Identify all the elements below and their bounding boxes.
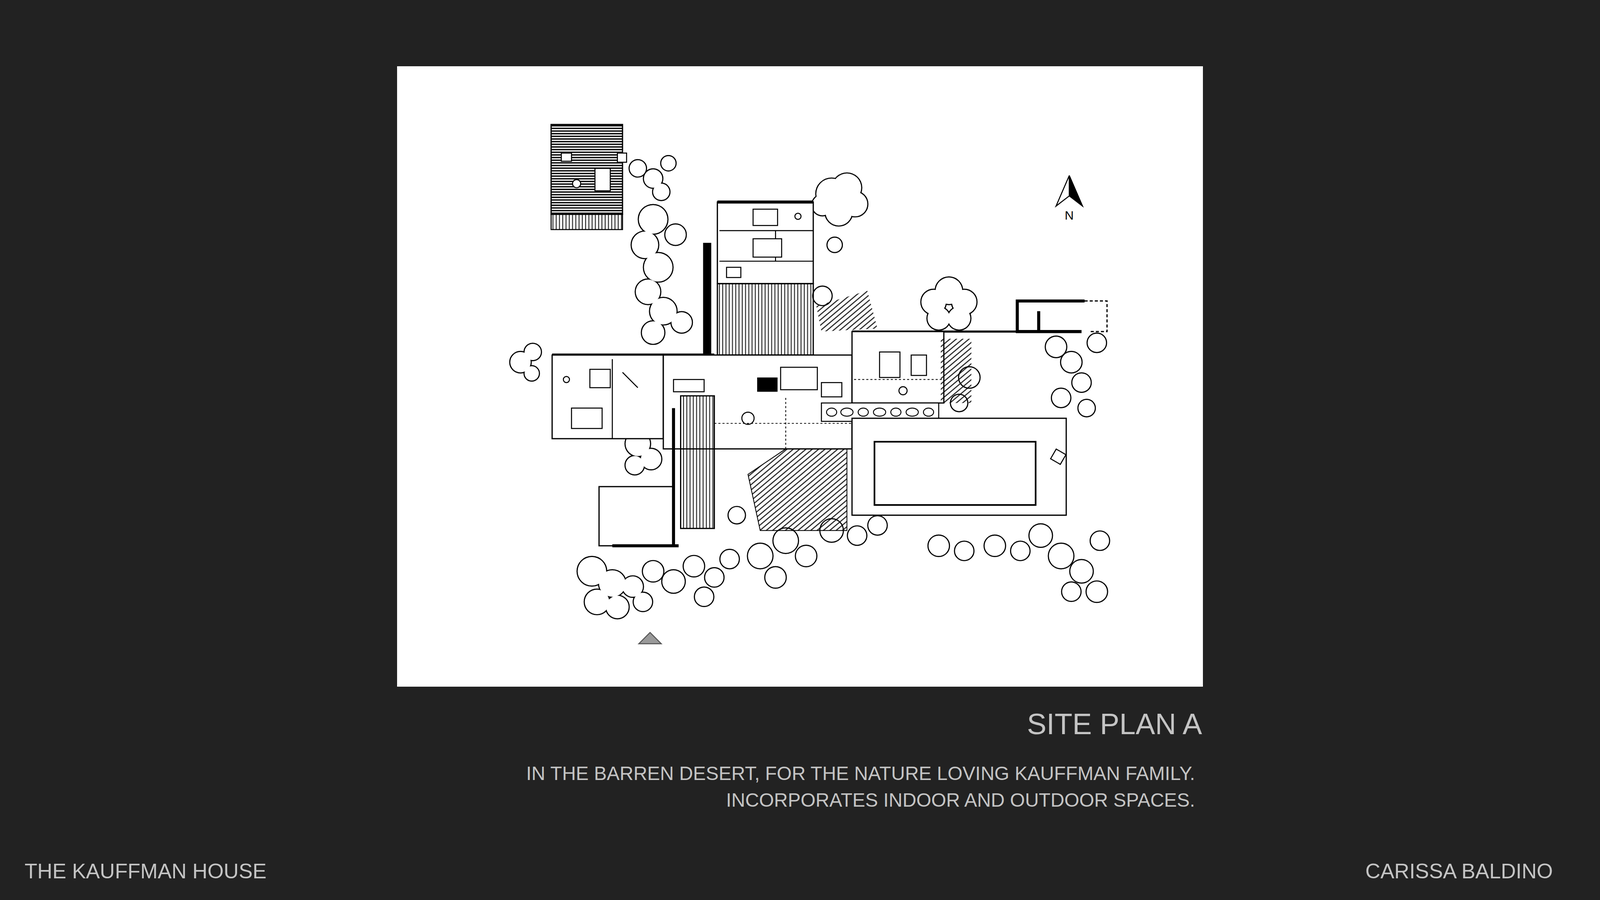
footer-author: CARISSA BALDINO: [1365, 858, 1553, 884]
drawing-panel: [397, 66, 1203, 687]
slide-caption: IN THE BARREN DESERT, FOR THE NATURE LOV…: [486, 760, 1195, 814]
north-label: N: [1064, 208, 1074, 223]
site-plan-illustration: [397, 66, 1203, 687]
footer-title: THE KAUFFMAN HOUSE: [24, 858, 267, 884]
slide-title: SITE PLAN A: [1027, 707, 1203, 741]
